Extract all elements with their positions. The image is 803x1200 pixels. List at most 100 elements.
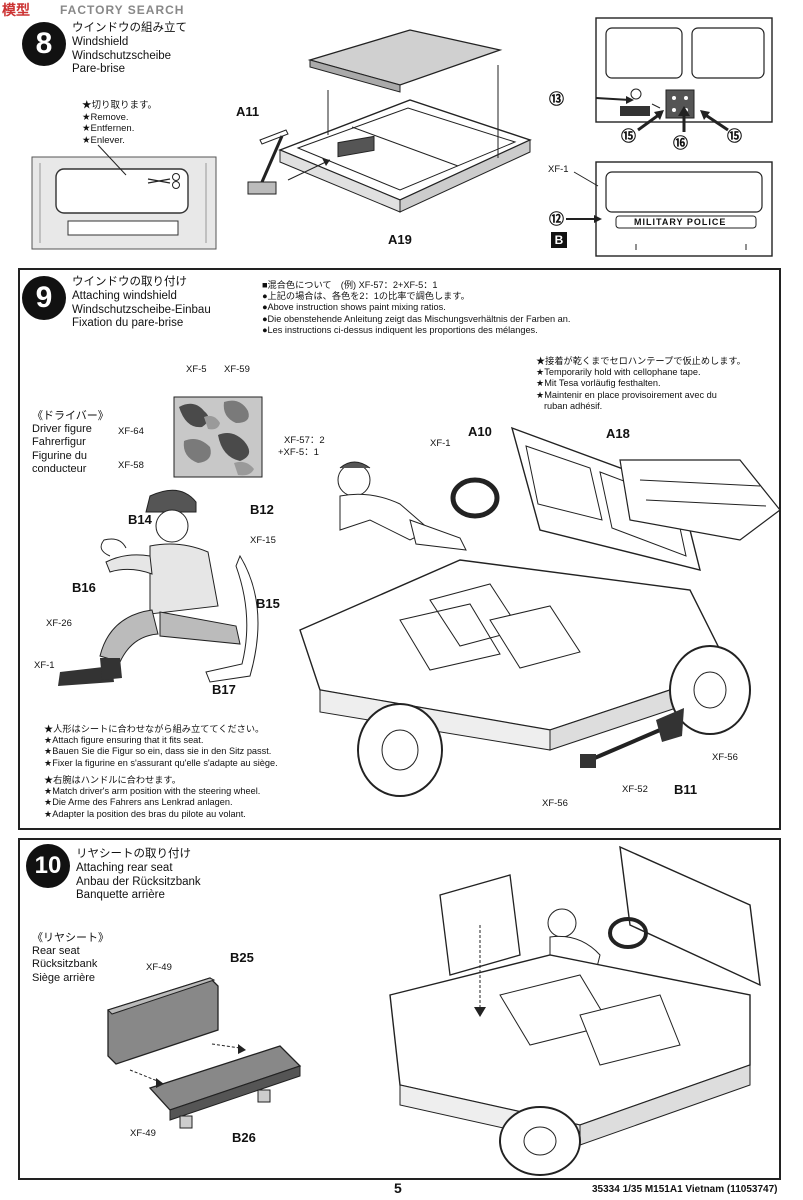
- scissors-icon: [147, 173, 180, 189]
- jeep-drawing-step9: [299, 426, 781, 797]
- cut-notes: ★切り取ります。 ★Remove. ★Entfernen. ★Enlever.: [82, 100, 157, 146]
- tape-notes: ★接着が乾くまでセロハンテープで仮止めします。 ★Temporarily hol…: [536, 356, 746, 412]
- rear-seat-title-ja: 《リヤシート》: [32, 932, 109, 944]
- callout-15-right: ⑮: [726, 128, 742, 145]
- step10-title-de: Anbau der Rücksitzbank: [76, 875, 201, 888]
- mixing-note-4: ●Les instructions ci-dessus indiquent le…: [262, 324, 538, 335]
- cut-note-en: ★Remove.: [82, 111, 129, 123]
- step8-number: 8: [22, 22, 66, 66]
- veh-xf56-b: XF-56: [542, 798, 568, 809]
- decal-military-police: MILITARY POLICE: [634, 217, 727, 227]
- camo-xf58: XF-58: [118, 460, 144, 471]
- arm-note-1: ★Match driver's arm position with the st…: [44, 786, 261, 797]
- fig-b12: B12: [250, 502, 274, 517]
- tape-note-1: ★Temporarily hold with cellophane tape.: [536, 367, 701, 378]
- rear-seat-title-de: Rücksitzbank: [32, 958, 98, 971]
- figure-note-2: ★Bauen Sie die Figur so ein, dass sie in…: [44, 746, 272, 757]
- fig-xf26: XF-26: [46, 618, 72, 629]
- camo-xf57: XF-57：2: [284, 435, 325, 446]
- callout-13: ⑬: [548, 91, 564, 108]
- cut-note-de: ★Entfernen.: [82, 123, 135, 135]
- fig-b14: B14: [128, 512, 152, 527]
- figure-notes: ★人形はシートに合わせながら組み立ててください。 ★Attach figure …: [44, 724, 278, 769]
- part-a11: A11: [236, 104, 260, 119]
- arm-notes: ★右腕はハンドルに合わせます。 ★Match driver's arm posi…: [44, 775, 260, 820]
- figure-note-1: ★Attach figure ensuring that it fits sea…: [44, 735, 204, 746]
- cut-diagram: [31, 144, 217, 250]
- step10-title-ja: リヤシートの取り付け: [76, 848, 191, 860]
- veh-xf1: XF-1: [430, 438, 451, 449]
- label-xf1-step8: XF-1: [548, 164, 569, 175]
- windshield-detail-bottom: [595, 161, 773, 257]
- step8-title-fr: Pare-brise: [72, 63, 126, 76]
- watermark-right: FACTORY SEARCH: [60, 3, 185, 17]
- mixing-note-0: ■混合色について (例) XF-57：2+XF-5：1: [262, 280, 438, 290]
- step9-title-de: Windschutzscheibe-Einbau: [72, 303, 211, 316]
- jeep-drawing-step10: [389, 845, 761, 1176]
- seat-xf49-b: XF-49: [130, 1128, 156, 1139]
- mixing-note-1: ●上記の場合は、各色を2：1の比率で調色します。: [262, 291, 470, 302]
- fig-b17: B17: [212, 682, 236, 697]
- camo-xf5: XF-5: [186, 364, 207, 375]
- seat-b25: B25: [230, 950, 254, 965]
- fig-xf15: XF-15: [250, 535, 276, 546]
- seat-xf49-a: XF-49: [146, 962, 172, 973]
- driver-title-fr1: Figurine du: [32, 449, 88, 462]
- mixing-note-3: ●Die obenstehende Anleitung zeigt das Mi…: [262, 313, 571, 324]
- driver-title-en: Driver figure: [32, 423, 92, 436]
- step8-title-en: Windshield: [72, 35, 129, 48]
- tape-note-3: ★Maintenir en place provisoirement avec …: [536, 389, 717, 400]
- fig-b16: B16: [72, 580, 96, 595]
- callout-16: ⑯: [672, 135, 688, 152]
- driver-figure-drawing: [58, 489, 259, 686]
- callout-12-arrow: [566, 215, 602, 223]
- step10-title-fr: Banquette arrière: [76, 889, 165, 902]
- xf1-leader: [573, 171, 599, 187]
- step10-titles: リヤシートの取り付け Attaching rear seat Anbau der…: [76, 848, 201, 903]
- rear-seat-titles: 《リヤシート》 Rear seat Rücksitzbank Siège arr…: [32, 932, 109, 985]
- rear-seat-drawing: [107, 977, 302, 1129]
- tape-note-0: ★接着が乾くまでセロハンテープで仮止めします。: [536, 356, 746, 366]
- step10-number: 10: [26, 844, 70, 888]
- tape-note-2: ★Mit Tesa vorläufig festhalten.: [536, 378, 661, 389]
- step9-title-ja: ウインドウの取り付け: [72, 276, 187, 288]
- driver-figure-titles: 《ドライバー》 Driver figure Fahrerfigur Figuri…: [32, 410, 109, 476]
- detail-arrows: [595, 96, 729, 132]
- arm-note-0: ★右腕はハンドルに合わせます。: [44, 775, 181, 785]
- veh-xf52: XF-52: [622, 784, 648, 795]
- windshield-detail-top: [595, 17, 773, 123]
- product-code: 35334 1/35 M151A1 Vietnam (11053747): [592, 1184, 778, 1195]
- veh-xf56-a: XF-56: [712, 752, 738, 763]
- step10-title-en: Attaching rear seat: [76, 861, 173, 874]
- step8-title-de: Windschutzscheibe: [72, 49, 172, 62]
- rear-seat-title-fr: Siège arrière: [32, 971, 95, 984]
- fig-b15: B15: [256, 596, 280, 611]
- driver-title-de: Fahrerfigur: [32, 436, 86, 449]
- part-a19: A19: [388, 232, 412, 247]
- driver-title-ja: 《ドライバー》: [32, 410, 109, 422]
- tape-note-4: ruban adhésif.: [544, 400, 603, 411]
- camo-swatch: [173, 396, 263, 478]
- page-number: 5: [394, 1180, 402, 1196]
- cut-note-fr: ★Enlever.: [82, 134, 125, 146]
- step8-title-ja: ウインドウの組み立て: [72, 22, 187, 34]
- camo-xf59: XF-59: [224, 364, 250, 375]
- callout-12: ⑫: [548, 211, 564, 228]
- arm-note-2: ★Die Arme des Fahrers ans Lenkrad anlage…: [44, 797, 233, 808]
- veh-b11: B11: [674, 782, 698, 797]
- arm-note-3: ★Adapter la position des bras du pilote …: [44, 808, 246, 819]
- cut-note-ja: ★切り取ります。: [82, 100, 158, 111]
- step9-number: 9: [22, 276, 66, 320]
- windshield-assembly-drawing: [247, 29, 532, 213]
- view-b-badge: B: [551, 232, 567, 248]
- figure-note-0: ★人形はシートに合わせながら組み立ててください。: [44, 724, 265, 734]
- watermark-left: 模型: [2, 2, 30, 18]
- fig-xf1: XF-1: [34, 660, 55, 671]
- driver-title-fr2: conducteur: [32, 462, 87, 475]
- camo-xf5-mix: +XF-5：1: [278, 447, 319, 458]
- step8-titles: ウインドウの組み立て Windshield Windschutzscheibe …: [72, 22, 187, 77]
- rear-seat-title-en: Rear seat: [32, 945, 80, 958]
- veh-a18: A18: [606, 426, 630, 441]
- step9-title-fr: Fixation du pare-brise: [72, 317, 184, 330]
- veh-a10: A10: [468, 424, 492, 439]
